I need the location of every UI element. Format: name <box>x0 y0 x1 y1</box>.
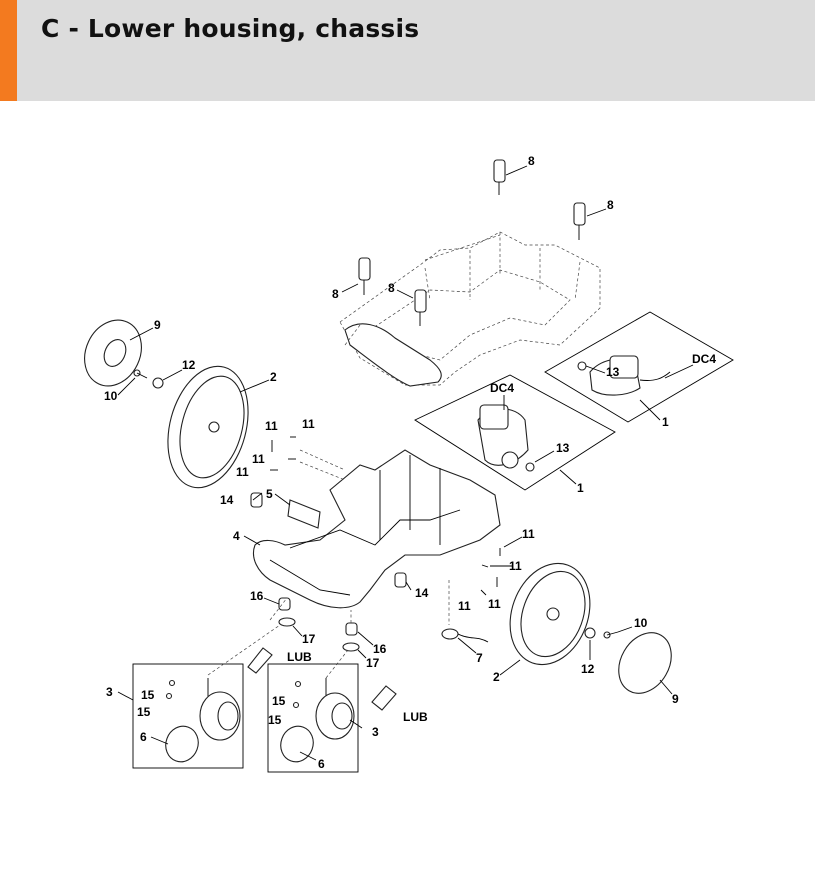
motor-assembly-lower-box <box>414 374 616 491</box>
screw-10-left <box>133 369 148 379</box>
callout-11: 11 <box>302 417 315 431</box>
callout-labels: 8 8 8 8 9 12 10 2 11 11 11 11 5 14 4 13 … <box>104 154 716 771</box>
callout-10: 10 <box>634 616 648 630</box>
callout-6: 6 <box>318 757 325 771</box>
callout-11: 11 <box>522 527 535 541</box>
spacer-14-left <box>250 492 263 508</box>
callout-3: 3 <box>372 725 379 739</box>
callout-13: 13 <box>606 365 620 379</box>
caster-wheel-box-left <box>132 663 244 769</box>
callout-13: 13 <box>556 441 570 455</box>
page-title: C - Lower housing, chassis <box>41 14 420 43</box>
callout-4: 4 <box>233 529 240 543</box>
washer-12-left <box>152 377 164 389</box>
screw-10-right <box>603 631 619 639</box>
callout-3: 3 <box>106 685 113 699</box>
callout-16: 16 <box>373 642 387 656</box>
callout-11: 11 <box>488 597 501 611</box>
ring-17-right <box>342 642 360 652</box>
callout-1: 1 <box>662 415 669 429</box>
spacer-14-center <box>394 572 407 588</box>
callout-8: 8 <box>528 154 535 168</box>
fastener-pin-8c <box>358 257 371 295</box>
ring-17-left <box>278 617 296 627</box>
callout-1: 1 <box>577 481 584 495</box>
callout-6: 6 <box>140 730 147 744</box>
callout-7: 7 <box>476 651 483 665</box>
callout-dc4: DC4 <box>692 352 716 366</box>
callout-9: 9 <box>672 692 679 706</box>
header-bar <box>0 0 815 101</box>
exploded-parts-diagram: 8 8 8 8 9 12 10 2 11 11 11 11 5 14 4 13 … <box>84 154 734 773</box>
upper-chassis-frame <box>339 231 601 387</box>
callout-11: 11 <box>458 599 471 613</box>
callout-dc4: DC4 <box>490 381 514 395</box>
assembly-guide-lines <box>207 449 450 679</box>
callout-15: 15 <box>137 705 151 719</box>
callout-12: 12 <box>581 662 595 676</box>
grease-tube-1 <box>247 647 273 674</box>
fastener-pin-8a <box>493 159 506 195</box>
bushing-16-right <box>345 622 358 636</box>
callout-11: 11 <box>509 559 522 573</box>
callout-14: 14 <box>415 586 429 600</box>
callout-16: 16 <box>250 589 264 603</box>
hub-cap-right <box>618 632 672 694</box>
sensor-cable-7 <box>441 628 489 643</box>
callout-17: 17 <box>366 656 380 670</box>
fastener-pin-8d <box>414 289 427 326</box>
callout-11: 11 <box>252 452 265 466</box>
screws-11-left-group <box>270 436 296 471</box>
grease-tube-2 <box>371 685 397 711</box>
drive-wheel-left <box>167 365 249 489</box>
callout-10: 10 <box>104 389 118 403</box>
callout-lub: LUB <box>287 650 312 664</box>
fastener-pin-8b <box>573 202 586 240</box>
lower-housing-chassis <box>252 449 501 609</box>
drive-wheel-right <box>509 562 591 666</box>
callout-5: 5 <box>266 487 273 501</box>
callout-11: 11 <box>236 465 249 479</box>
callout-8: 8 <box>607 198 614 212</box>
callout-15: 15 <box>272 694 286 708</box>
callout-8: 8 <box>388 281 395 295</box>
caster-wheel-box-right <box>267 663 359 773</box>
callout-12: 12 <box>182 358 196 372</box>
hub-cap-left <box>84 319 142 387</box>
callout-9: 9 <box>154 318 161 332</box>
callout-14: 14 <box>220 493 234 507</box>
callout-2: 2 <box>270 370 277 384</box>
callout-2: 2 <box>493 670 500 684</box>
callout-15: 15 <box>141 688 155 702</box>
header-accent-stripe <box>0 0 17 101</box>
callout-lub: LUB <box>403 710 428 724</box>
motor-assembly-upper-box <box>544 311 734 423</box>
callout-leader-lines <box>117 165 694 761</box>
callout-8: 8 <box>332 287 339 301</box>
bushing-16-left <box>278 597 291 611</box>
callout-17: 17 <box>302 632 316 646</box>
screws-11-right-group <box>480 548 501 596</box>
callout-15: 15 <box>268 713 282 727</box>
callout-11: 11 <box>265 419 278 433</box>
washer-12-right <box>584 627 596 639</box>
